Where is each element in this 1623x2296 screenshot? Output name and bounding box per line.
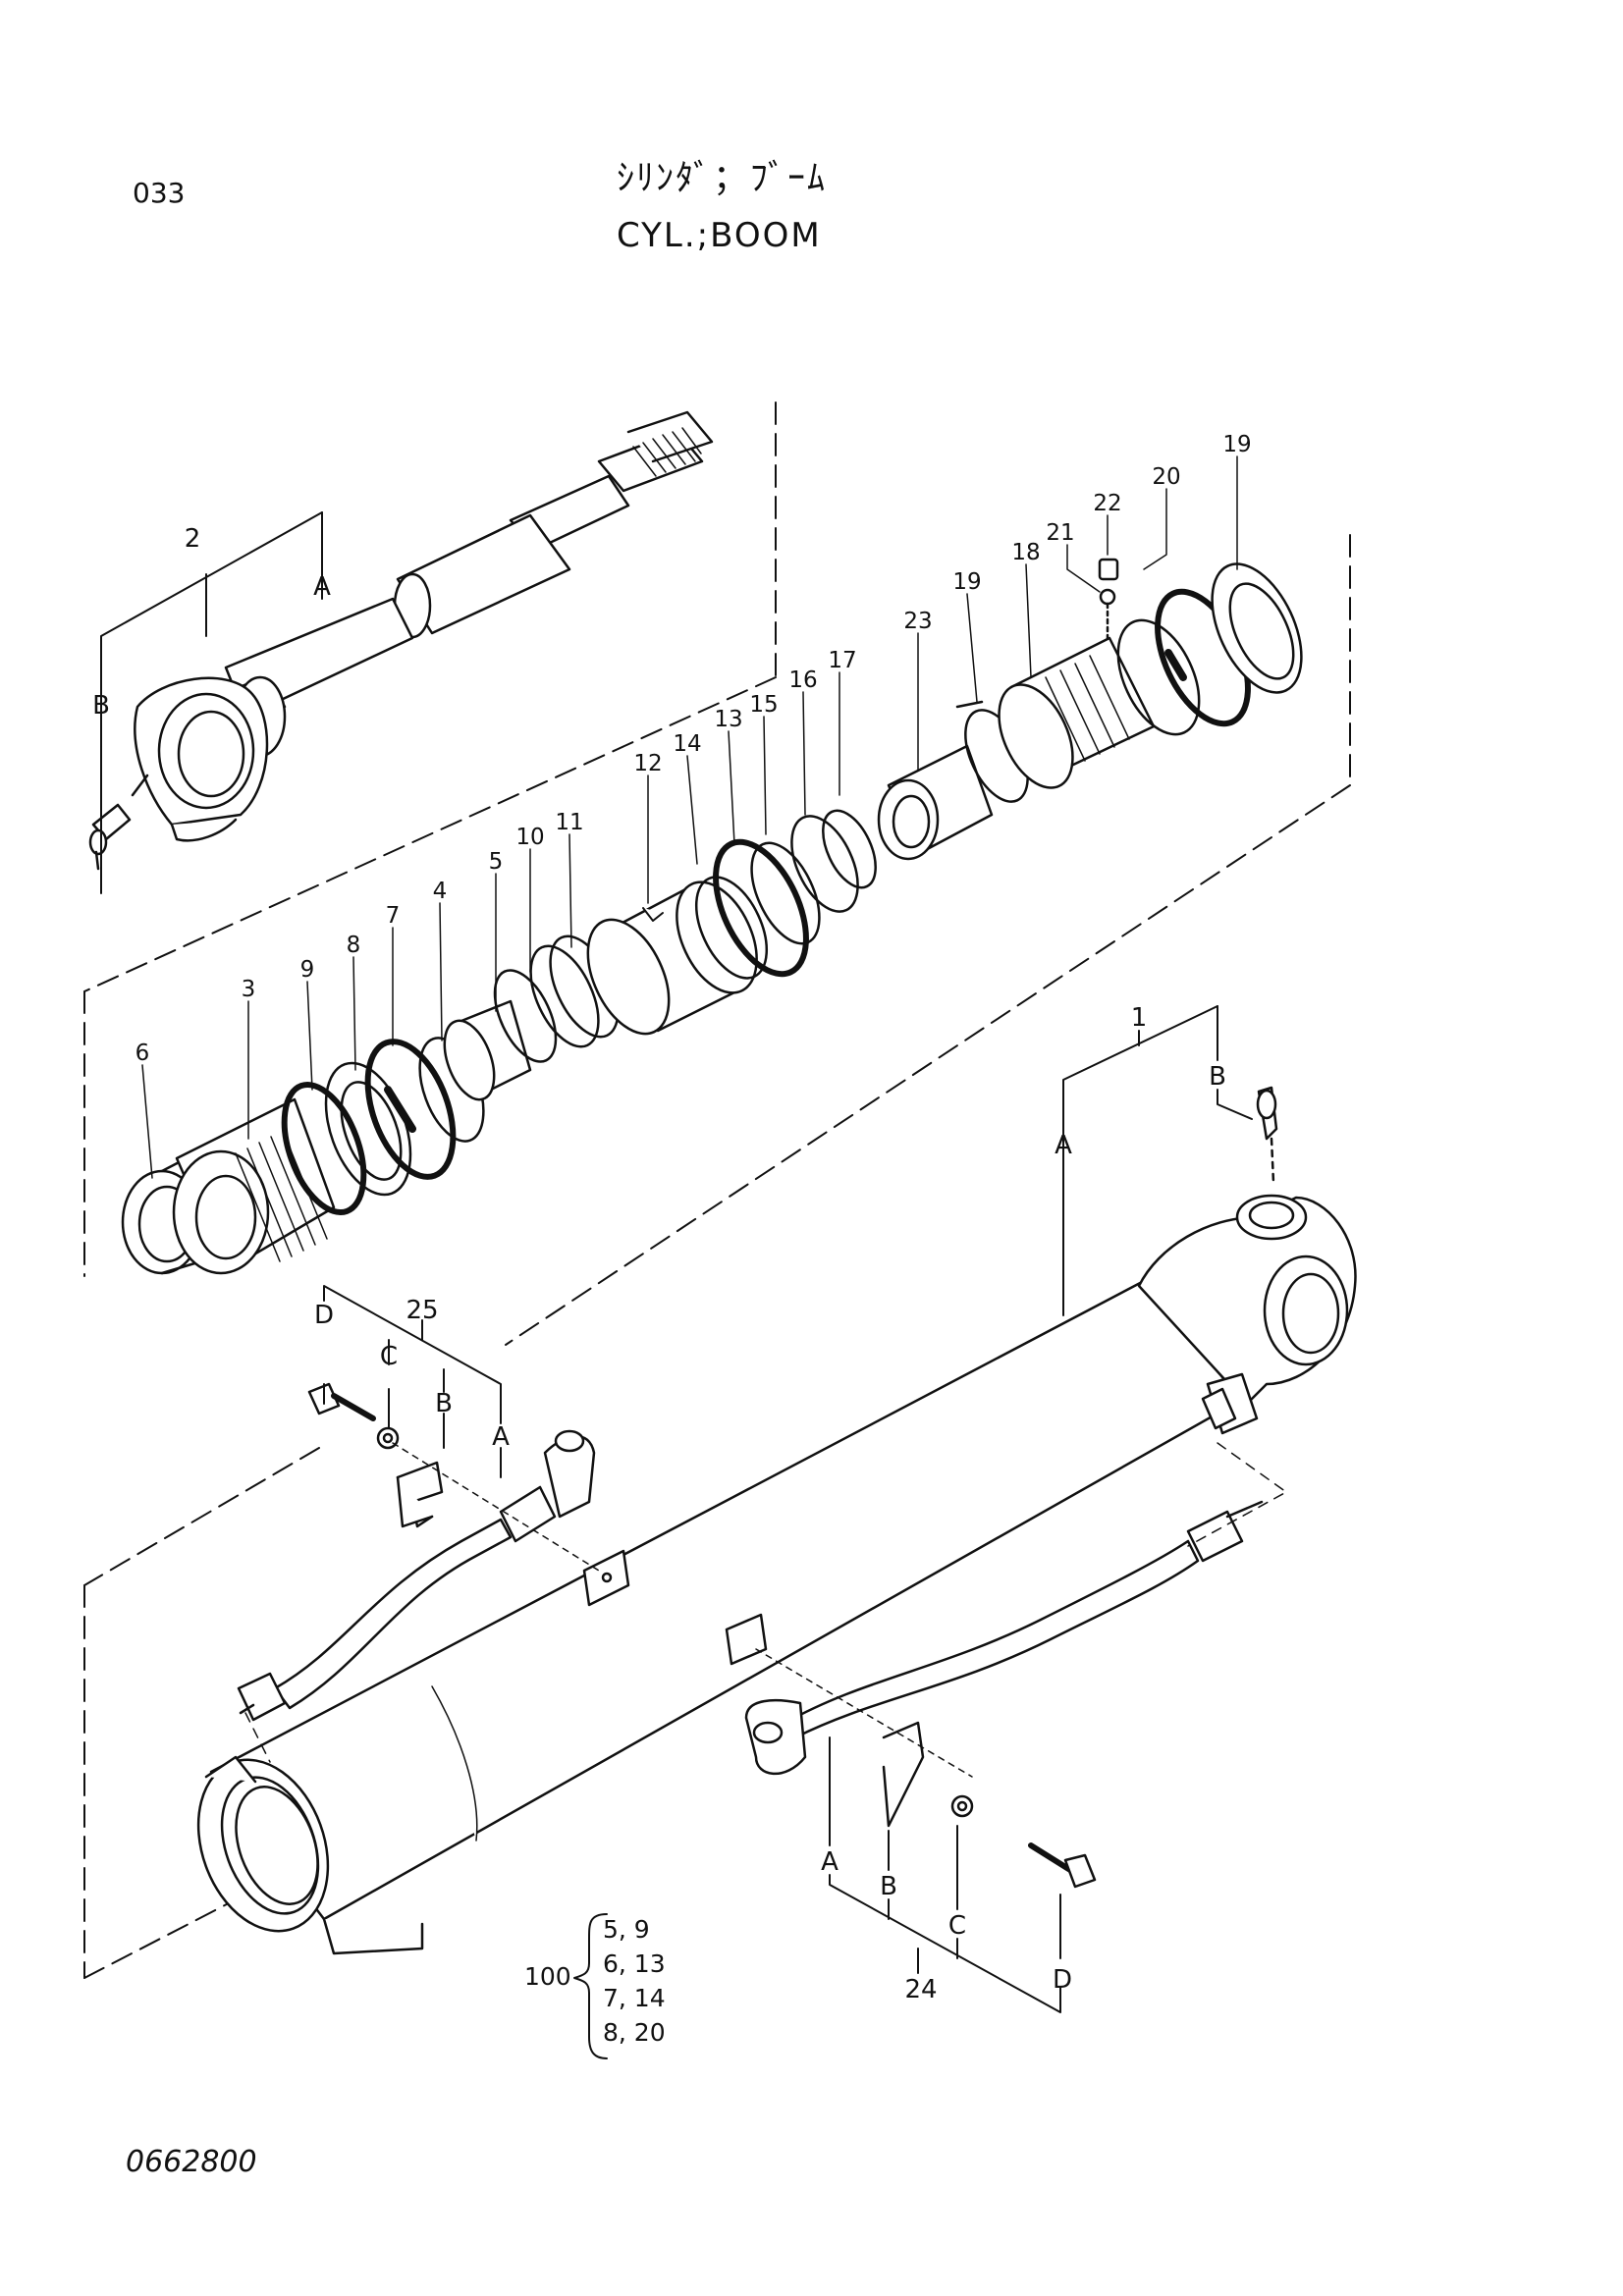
pipe-upper (237, 1429, 596, 1722)
callout-23: 23 (903, 609, 932, 634)
callout-8: 8 (347, 933, 361, 958)
part-17-ring (822, 809, 877, 889)
label-kit25-b: B (435, 1389, 453, 1418)
clamp-lower (725, 1613, 973, 1828)
callout-16: 16 (788, 667, 817, 693)
callout-25: 25 (406, 1296, 438, 1325)
part-19-ring-right (1211, 562, 1303, 694)
label-kit25-c: C (380, 1342, 398, 1371)
part-16-ring (790, 815, 859, 913)
label-kit25-a: A (492, 1422, 510, 1452)
label-kit24-c: C (948, 1911, 966, 1941)
part-5-bushing (443, 999, 532, 1101)
callout-11: 11 (555, 810, 583, 835)
callout-19-left: 19 (952, 569, 981, 595)
callout-22: 22 (1093, 491, 1121, 516)
part-10-ring (493, 969, 558, 1063)
dashed-frame-tube (83, 1447, 320, 1979)
rod-eye (134, 676, 269, 842)
part-12-piston (586, 881, 758, 1036)
seal-kit-row: 5, 9 (603, 1915, 650, 1944)
callout-10: 10 (515, 825, 544, 850)
callout-3: 3 (242, 977, 256, 1002)
part-21-ball (1099, 588, 1116, 640)
callout-6: 6 (135, 1041, 150, 1066)
part-20-ring (1116, 618, 1201, 736)
label-kit24-b: B (880, 1872, 897, 1901)
dashed-pipe-connector (244, 1442, 1287, 1763)
bolt-washer-lower (950, 1794, 1097, 1889)
callout-1: 1 (1131, 1003, 1148, 1033)
dashed-frame-piston (505, 534, 1351, 1346)
label-kit24-d: D (1053, 1965, 1072, 1995)
seal-kit-row: 8, 20 (603, 2018, 666, 2047)
page-number: 033 (133, 177, 186, 209)
leader-lines-piston (141, 455, 1238, 1179)
grease-fitting-rod (88, 774, 149, 871)
part-18-cushion (998, 636, 1156, 789)
part-14-ring (694, 876, 769, 980)
label-rod-a: A (313, 572, 331, 602)
callout-13: 13 (714, 707, 742, 732)
label-rod-b: B (92, 691, 110, 721)
callout-24: 24 (904, 1975, 937, 2004)
grease-fitting-tube (1256, 1086, 1278, 1185)
callout-17: 17 (828, 648, 856, 673)
callout-4: 4 (433, 879, 448, 904)
leader-rod (100, 511, 323, 894)
label-kit24-a: A (821, 1847, 839, 1877)
callout-15: 15 (749, 692, 778, 718)
seal-kit-number: 100 (524, 1962, 571, 1991)
leader-kit-24 (829, 1736, 1061, 2013)
callout-21: 21 (1046, 520, 1074, 546)
callout-9: 9 (300, 957, 315, 983)
callout-18: 18 (1011, 540, 1040, 565)
cylinder-tube (196, 1279, 1254, 1955)
label-tube-b: B (1209, 1062, 1226, 1092)
pipe-lower (744, 1500, 1264, 1776)
label-kit25-d: D (314, 1301, 334, 1330)
title-english: CYL.;BOOM (617, 216, 822, 255)
clamp-upper (396, 1461, 630, 1607)
part-3-gland (172, 1097, 336, 1275)
callout-19-right: 19 (1222, 432, 1251, 457)
part-23-nut (877, 744, 994, 861)
piston-rod (224, 410, 714, 758)
leader-tube (1062, 1005, 1253, 1316)
part-15-ring (750, 841, 821, 945)
part-7-seal (364, 1039, 457, 1180)
dashed-frame-rod (83, 401, 777, 1277)
callout-labels: 2 A B 6 3 9 8 7 4 5 10 11 12 14 13 15 16… (92, 432, 1252, 2004)
seal-kit-list: 5, 9 6, 13 7, 14 8, 20 (603, 1912, 666, 2050)
leader-kit-25 (323, 1285, 502, 1478)
seal-kit-bracket (573, 1913, 608, 2059)
part-13-seal (713, 838, 809, 978)
callout-5: 5 (489, 849, 504, 875)
callout-20: 20 (1152, 464, 1180, 490)
part-22-plug (1098, 558, 1119, 581)
cylinder-head (1137, 1194, 1357, 1435)
callout-12: 12 (633, 751, 662, 776)
callout-7: 7 (386, 903, 401, 929)
drawing-number: 0662800 (126, 2145, 257, 2179)
callout-14: 14 (673, 731, 701, 757)
part-9-seal (281, 1081, 367, 1216)
title-japanese: ｼﾘﾝﾀﾞ；ﾌﾞｰﾑ (617, 158, 828, 198)
label-tube-a: A (1055, 1131, 1072, 1160)
seal-kit-row: 6, 13 (603, 1949, 666, 1978)
callout-2: 2 (185, 524, 201, 554)
seal-kit-row: 7, 14 (603, 1984, 666, 2012)
